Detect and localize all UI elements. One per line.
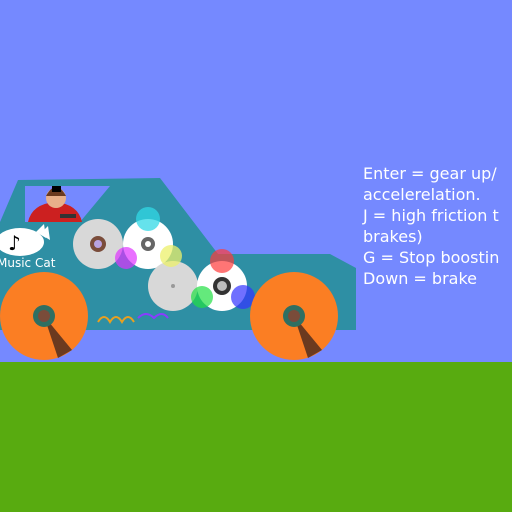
booster-light-magenta (115, 247, 137, 269)
instruction-line: Down = brake (363, 269, 477, 288)
booster-light-red (210, 249, 234, 273)
instruction-line: Enter = gear up/ (363, 164, 497, 183)
booster-light-green (191, 286, 213, 308)
wheel-front (250, 272, 338, 360)
controls-instructions: Enter = gear up/ accelerelation. J = hig… (363, 163, 499, 289)
wheel-rear (0, 272, 88, 360)
driver-character (28, 186, 82, 222)
instruction-line: accelerelation. (363, 185, 481, 204)
booster-light-yellow (160, 245, 182, 267)
music-cat-label: Music Cat (0, 256, 56, 270)
ground (0, 362, 512, 512)
music-cat (0, 224, 50, 256)
gear-left (73, 219, 123, 269)
instruction-line: brakes) (363, 227, 423, 246)
booster-light-cyan (136, 207, 160, 231)
car-decal-logo (97, 313, 169, 324)
instruction-line: G = Stop boostin (363, 248, 500, 267)
gear-middle (148, 261, 198, 311)
instruction-line: J = high friction t (363, 206, 499, 225)
booster-light-blue (231, 285, 255, 309)
music-note-glyph: ♪ (8, 231, 21, 255)
